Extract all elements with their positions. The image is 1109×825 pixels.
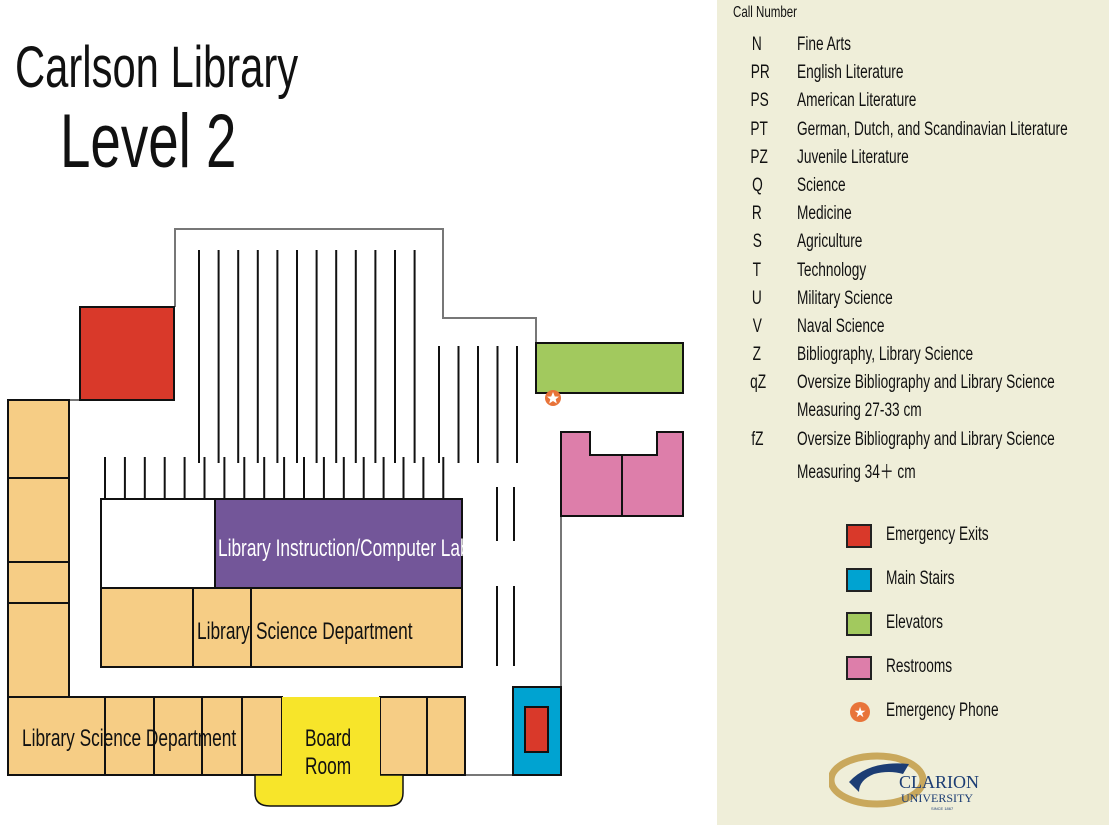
legend-swatch (846, 524, 872, 548)
legend-label: Main Stairs (886, 568, 955, 589)
unlabeled-room (100, 498, 216, 589)
computer-lab-label: Library Instruction/Computer Lab (218, 535, 470, 562)
title-level: Level 2 (60, 99, 237, 184)
science-department-label: Science Department (256, 618, 413, 645)
call-number-subject: Agriculture (797, 231, 863, 253)
call-number-code: qZ (750, 372, 767, 394)
bottom-offices (7, 696, 466, 776)
call-number-code: PR (750, 62, 770, 84)
logo-since: SINCE 1867 (931, 806, 954, 811)
library-label: Library (197, 618, 250, 645)
call-number-subject: English Literature (797, 62, 904, 84)
legend-label: Restrooms (886, 656, 953, 677)
floor-map (7, 228, 684, 807)
call-number-subject: Fine Arts (797, 34, 851, 55)
call-number-heading: Call Number (733, 4, 798, 21)
call-number-code: Z (752, 344, 762, 366)
legend-swatch (846, 656, 872, 680)
call-number-code: PS (750, 90, 769, 112)
call-number-subject: Juvenile Literature (797, 146, 909, 168)
board-room (254, 697, 404, 807)
call-number-code: T (752, 259, 762, 281)
legend-swatch (846, 612, 872, 636)
emergency-exit-north (79, 306, 175, 401)
call-number-note: Measuring 34＋ cm (797, 461, 916, 483)
call-number-code: PT (750, 118, 768, 140)
legend-swatch (846, 568, 872, 592)
call-number-code: V (752, 316, 762, 337)
clarion-university-logo: CLARION UNIVERSITY SINCE 1867 (829, 752, 979, 811)
call-number-subject: Medicine (797, 203, 852, 225)
board-label: Board (305, 725, 352, 752)
call-number-code: PZ (750, 146, 768, 168)
call-number-code: R (752, 203, 762, 225)
call-number-code: U (752, 287, 762, 309)
left-offices (7, 399, 70, 698)
logo-name: CLARION (899, 772, 979, 792)
call-number-code: Q (751, 175, 763, 196)
elevators (535, 342, 684, 394)
call-number-subject: Oversize Bibliography and Library Scienc… (797, 372, 1055, 394)
call-number-code: S (752, 231, 762, 253)
call-number-subject: Technology (797, 259, 867, 281)
call-number-code: fZ (750, 428, 764, 450)
library-science-department-label: Library Science Department (22, 725, 237, 752)
call-number-subject: Bibliography, Library Science (797, 344, 974, 366)
room-label: Room (305, 753, 352, 780)
logo-sub: UNIVERSITY (901, 791, 973, 805)
call-number-subject: Naval Science (797, 316, 885, 337)
emergency-exit-stairs (524, 706, 549, 753)
call-number-subject: German, Dutch, and Scandinavian Literatu… (797, 118, 1068, 140)
title-library-name: Carlson Library (15, 35, 299, 100)
emergency-phone-icon (545, 390, 561, 406)
call-number-code: N (752, 34, 762, 55)
call-number-note: Measuring 27-33 cm (797, 400, 922, 422)
legend-label: Emergency Exits (886, 524, 989, 545)
emergency-phone-icon: ★ (850, 702, 870, 722)
call-number-subject: Oversize Bibliography and Library Scienc… (797, 428, 1055, 450)
call-number-subject: American Literature (797, 90, 917, 112)
restrooms (560, 431, 684, 517)
book-shelves (104, 250, 518, 666)
call-number-subject: Science (797, 175, 846, 196)
legend-label: Emergency Phone (886, 700, 999, 721)
legend-label: Elevators (886, 612, 944, 633)
call-number-subject: Military Science (797, 287, 893, 309)
building-walls (69, 228, 562, 776)
library-science-dept-middle (100, 587, 463, 668)
